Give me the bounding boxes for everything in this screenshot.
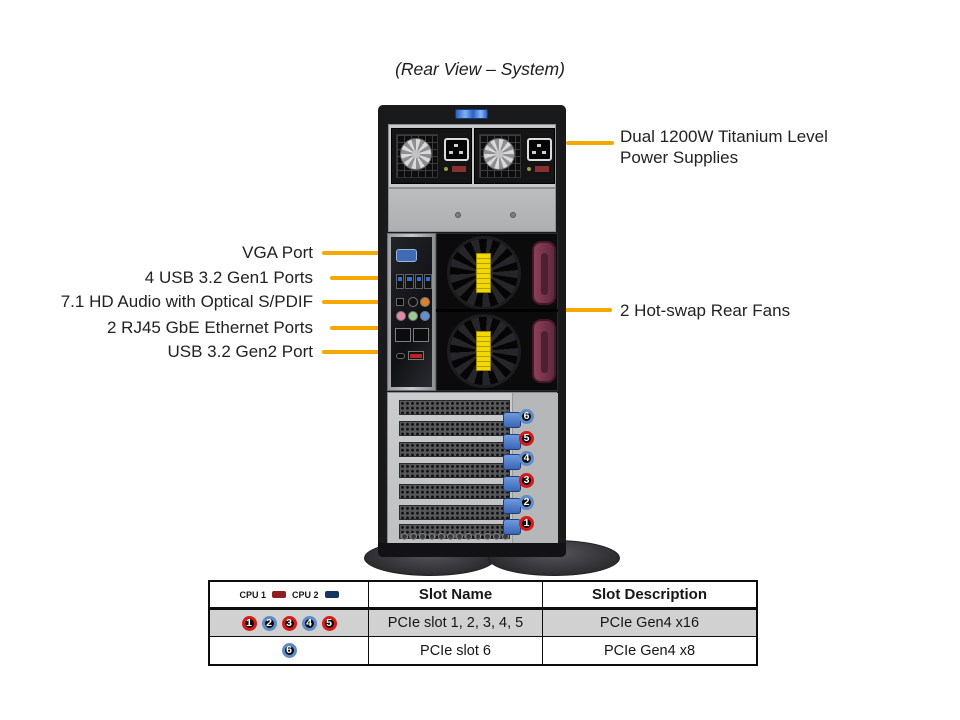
io-panel — [391, 237, 432, 387]
leader-line-ethernet — [330, 326, 396, 330]
leader-line-vga — [322, 251, 396, 255]
callout-usb-gen1: 4 USB 3.2 Gen1 Ports — [144, 268, 313, 287]
cpu1-legend-label: CPU 1 — [239, 589, 266, 600]
cpu-legend: CPU 1 CPU 2 — [210, 582, 368, 607]
io-panel-frame — [387, 233, 436, 391]
table-marker-3: 3 — [281, 615, 297, 631]
fan-bay-divider — [436, 309, 558, 312]
chassis-panel — [388, 188, 556, 232]
slot-marker-5: 5 — [519, 431, 534, 446]
pcie-slot-cover — [399, 400, 510, 415]
callout-usb-gen2: USB 3.2 Gen2 Port — [167, 342, 313, 361]
callout-ethernet: 2 RJ45 GbE Ethernet Ports — [107, 318, 313, 337]
server-rear-view: 6 5 4 3 2 1 — [378, 105, 566, 557]
slot-table: CPU 1 CPU 2 Slot Name Slot Description 1… — [208, 580, 758, 666]
leader-line-psu — [566, 141, 614, 145]
pcie-slot-cover — [399, 524, 510, 539]
vent-holes — [401, 533, 509, 540]
callout-vga: VGA Port — [242, 243, 313, 262]
pcie-slot-cover — [399, 484, 510, 499]
table-row: 6 PCIe slot 6 PCIe Gen4 x8 — [210, 637, 756, 664]
pcie-slot-cover — [399, 505, 510, 520]
psu-fan-icon — [483, 138, 515, 170]
audio-jack-orange — [420, 297, 430, 307]
power-supply-bay — [388, 124, 556, 188]
vga-port — [396, 249, 417, 262]
audio-jack-pink — [396, 311, 406, 321]
fan-handle — [532, 241, 556, 305]
leader-line-fans — [547, 308, 612, 312]
rear-fan-bay — [436, 233, 558, 391]
fan-sticker — [476, 331, 491, 371]
psu-sticker — [535, 166, 549, 172]
usb-gen1-ports — [396, 274, 432, 289]
marker-cell: 1 2 3 4 5 — [210, 610, 368, 636]
table-marker-1: 1 — [241, 615, 257, 631]
callout-audio: 7.1 HD Audio with Optical S/PDIF — [60, 292, 313, 311]
leader-line-usb-gen2 — [322, 350, 396, 354]
audio-jack-black — [408, 297, 418, 307]
ethernet-port-1 — [395, 328, 411, 342]
table-marker-5: 5 — [321, 615, 337, 631]
rear-fan-1 — [437, 234, 557, 312]
rear-fan-2 — [437, 312, 557, 390]
page-title: (Rear View – System) — [395, 59, 565, 79]
leader-line-usb-gen1 — [330, 276, 396, 280]
power-supply-unit-1 — [391, 128, 472, 184]
slot-name-cell: PCIe slot 1, 2, 3, 4, 5 — [368, 610, 542, 636]
psu-fan-grille — [479, 134, 521, 178]
audio-jack-blue — [420, 311, 430, 321]
slot-marker-1: 1 — [519, 516, 534, 531]
chassis-bottom — [378, 543, 566, 557]
slot-description-cell: PCIe Gen4 x16 — [542, 610, 756, 636]
psu-sticker — [452, 166, 466, 172]
slot-marker-4: 4 — [519, 451, 534, 466]
slot-description-cell: PCIe Gen4 x8 — [542, 637, 756, 664]
pcie-slot-cover — [399, 463, 510, 478]
ac-inlet — [527, 138, 552, 161]
brand-badge — [455, 109, 488, 119]
slot-marker-2: 2 — [519, 495, 534, 510]
cpu2-legend-label: CPU 2 — [292, 589, 319, 600]
table-marker-4: 4 — [301, 615, 317, 631]
col-header-slot-description: Slot Description — [542, 582, 756, 607]
psu-fan-grille — [396, 134, 438, 178]
table-row: 1 2 3 4 5 PCIe slot 1, 2, 3, 4, 5 PCIe G… — [210, 610, 756, 637]
psu-led — [444, 167, 448, 171]
slot-marker-3: 3 — [519, 473, 534, 488]
audio-jack-green — [408, 311, 418, 321]
usb-gen2-port — [408, 351, 424, 360]
pcie-slot-cover — [399, 421, 510, 436]
cpu2-color-swatch — [324, 591, 339, 598]
slot-name-cell: PCIe slot 6 — [368, 637, 542, 664]
usb-c-port — [396, 353, 405, 359]
ethernet-port-2 — [413, 328, 429, 342]
screw-icon — [510, 212, 516, 218]
slot-marker-6: 6 — [519, 409, 534, 424]
cpu1-color-swatch — [272, 591, 286, 598]
callout-psu: Dual 1200W Titanium Level Power Supplies — [620, 127, 828, 167]
fan-handle — [532, 319, 556, 383]
leader-line-audio — [322, 300, 396, 304]
pcie-slot-cover — [399, 442, 510, 457]
table-marker-2: 2 — [261, 615, 277, 631]
ac-inlet — [444, 138, 469, 161]
screw-icon — [455, 212, 461, 218]
callout-fans: 2 Hot-swap Rear Fans — [620, 301, 791, 320]
psu-fan-icon — [400, 138, 432, 170]
slot-table-header-row: CPU 1 CPU 2 Slot Name Slot Description — [210, 582, 756, 610]
marker-cell: 6 — [210, 637, 368, 664]
optical-spdif-port — [396, 298, 404, 306]
power-supply-unit-2 — [474, 128, 555, 184]
fan-sticker — [476, 253, 491, 293]
table-marker-6: 6 — [281, 643, 297, 658]
psu-led — [527, 167, 531, 171]
col-header-slot-name: Slot Name — [368, 582, 542, 607]
